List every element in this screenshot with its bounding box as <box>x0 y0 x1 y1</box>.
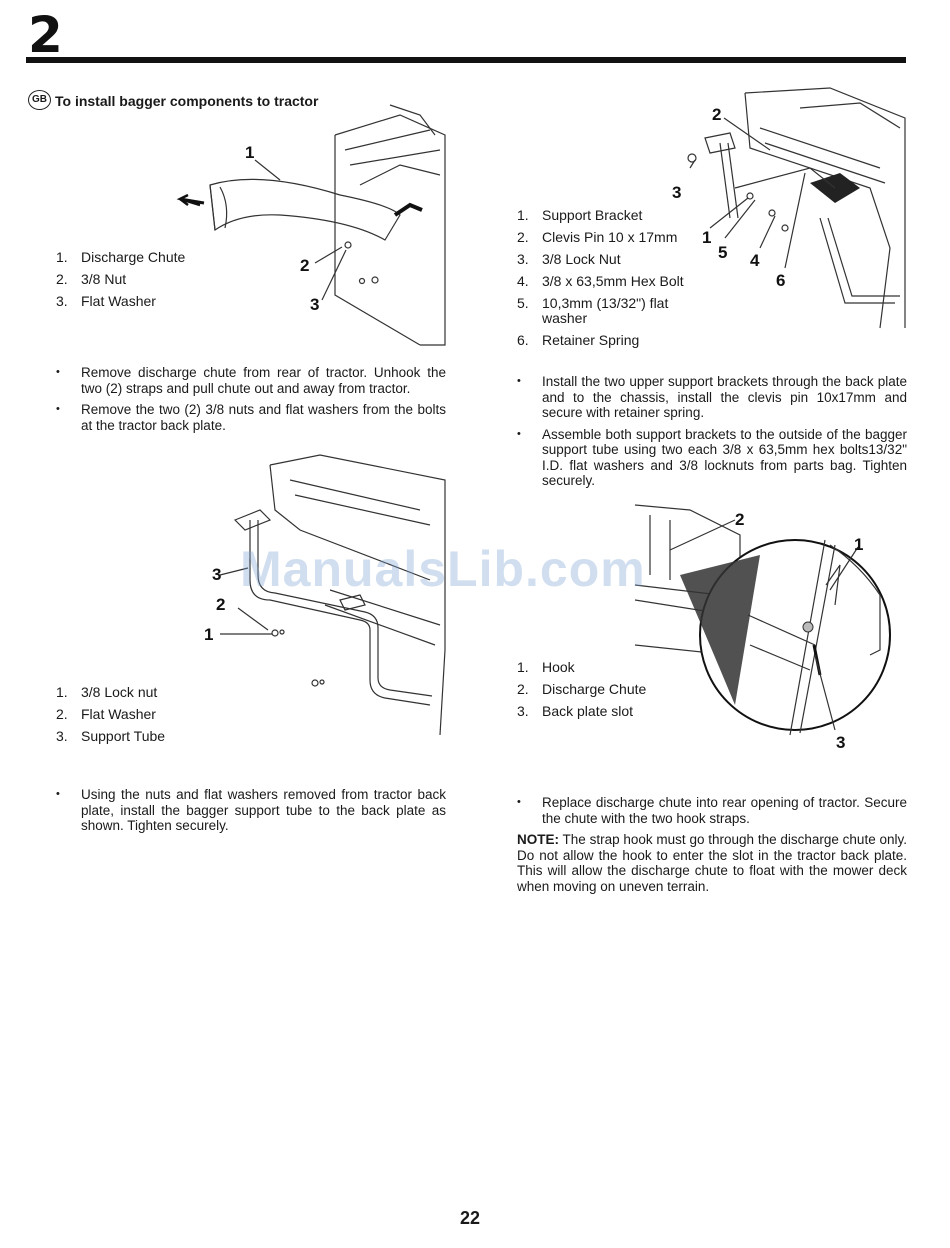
legend-label: 3/8 Nut <box>81 271 127 287</box>
bullet-item: • Remove the two (2) 3/8 nuts and flat wa… <box>56 402 446 433</box>
legend-item: 5. 10,3mm (13/32") flat washer <box>517 296 702 326</box>
legend-label: Support Bracket <box>542 207 643 223</box>
figure-1-illustration: 1 2 3 <box>176 104 446 346</box>
legend-number: 2. <box>56 706 68 722</box>
bullet-item: • Install the two upper support brackets … <box>517 374 907 421</box>
note-text: The strap hook must go through the disch… <box>517 832 907 894</box>
chapter-number: 2 <box>28 6 63 64</box>
fig4-instructions: • Replace discharge chute into rear openi… <box>517 795 907 894</box>
legend-number: 2. <box>517 229 529 245</box>
section-title: To install bagger components to tractor <box>55 93 319 109</box>
legend-item: 2. 3/8 Nut <box>56 268 236 290</box>
legend-label: 10,3mm (13/32") flat washer <box>542 295 669 326</box>
legend-item: 1. Discharge Chute <box>56 246 236 268</box>
fig3-callout-2: 2 <box>712 105 721 124</box>
legend-label: 3/8 Lock nut <box>81 684 158 700</box>
bullet-icon: • <box>517 427 521 440</box>
page-number: 22 <box>459 1208 481 1228</box>
bullet-text: Remove discharge chute from rear of trac… <box>81 365 446 396</box>
bullet-text: Assemble both support brackets to the ou… <box>542 426 907 489</box>
bullet-item: • Assemble both support brackets to the o… <box>517 427 907 489</box>
legend-number: 2. <box>517 681 529 697</box>
legend-number: 3. <box>517 703 529 719</box>
legend-number: 2. <box>56 271 68 287</box>
fig2-callout-3: 3 <box>212 565 221 584</box>
legend-label: Discharge Chute <box>542 681 647 697</box>
fig3-callout-5: 5 <box>718 243 727 262</box>
legend-number: 1. <box>517 659 529 675</box>
watermark: ManualsLib.com <box>240 541 646 597</box>
fig1-callout-3: 3 <box>310 295 319 314</box>
legend-item: 3. 3/8 Lock Nut <box>517 248 702 270</box>
fig1-callout-2: 2 <box>300 256 309 275</box>
legend-label: 3/8 Lock Nut <box>542 251 621 267</box>
header-rule <box>26 57 906 63</box>
bullet-text: Replace discharge chute into rear openin… <box>542 795 907 826</box>
legend-item: 1. Hook <box>517 656 677 678</box>
legend-item: 2. Clevis Pin 10 x 17mm <box>517 226 702 248</box>
bullet-text: Remove the two (2) 3/8 nuts and flat was… <box>81 402 446 433</box>
figure-2-illustration: 3 2 1 <box>204 454 446 736</box>
legend-item: 6. Retainer Spring <box>517 329 702 351</box>
legend-item: 2. Flat Washer <box>56 703 236 725</box>
bullet-icon: • <box>56 403 60 415</box>
note-label: NOTE: <box>517 832 559 847</box>
bullet-icon: • <box>56 788 60 800</box>
fig3-legend: 1. Support Bracket 2. Clevis Pin 10 x 17mm… <box>517 204 702 351</box>
fig4-legend: 1. Hook 2. Discharge Chute 3. Back plate sl… <box>517 656 677 722</box>
legend-label: Discharge Chute <box>81 249 186 265</box>
fig3-callout-4: 4 <box>750 251 760 270</box>
bullet-item: • Remove discharge chute from rear of tra… <box>56 365 446 396</box>
legend-item: 4. 3/8 x 63,5mm Hex Bolt <box>517 270 702 292</box>
legend-label: Hook <box>542 659 575 675</box>
bullet-icon: • <box>517 375 521 387</box>
figure-4-illustration: 2 1 3 <box>634 504 891 752</box>
fig2-callout-2: 2 <box>216 595 225 614</box>
legend-number: 1. <box>56 684 68 700</box>
legend-label: Retainer Spring <box>542 332 640 348</box>
legend-item: 1. 3/8 Lock nut <box>56 681 236 703</box>
fig1-instructions: • Remove discharge chute from rear of tra… <box>56 365 446 439</box>
bullet-item: • Replace discharge chute into rear openi… <box>517 795 907 826</box>
legend-number: 3. <box>56 728 68 744</box>
note-paragraph: NOTE: The strap hook must go through the… <box>517 832 907 894</box>
legend-item: 3. Flat Washer <box>56 290 236 312</box>
legend-number: 3. <box>56 293 68 309</box>
fig4-callout-1: 1 <box>854 535 863 554</box>
bullet-item: • Using the nuts and flat washers removed… <box>56 787 446 834</box>
bullet-text: Install the two upper support brackets t… <box>542 374 907 420</box>
fig2-instructions: • Using the nuts and flat washers removed… <box>56 787 446 840</box>
legend-number: 6. <box>517 332 529 348</box>
fig2-callout-1: 1 <box>204 625 213 644</box>
figure-3-illustration: 2 3 1 5 4 6 <box>672 87 906 329</box>
legend-item: 3. Support Tube <box>56 725 236 747</box>
fig1-callout-1: 1 <box>245 143 254 162</box>
legend-item: 2. Discharge Chute <box>517 678 677 700</box>
bullet-icon: • <box>56 366 60 378</box>
fig3-callout-1: 1 <box>702 228 711 247</box>
language-badge: GB <box>28 90 51 110</box>
fig3-instructions: • Install the two upper support brackets … <box>517 374 907 495</box>
legend-item: 3. Back plate slot <box>517 700 677 722</box>
fig3-callout-3: 3 <box>672 183 681 202</box>
legend-label: 3/8 x 63,5mm Hex Bolt <box>542 273 684 289</box>
legend-label: Flat Washer <box>81 706 156 722</box>
legend-label: Support Tube <box>81 728 166 744</box>
fig1-legend: 1. Discharge Chute 2. 3/8 Nut 3. Flat Washe… <box>56 246 236 312</box>
legend-number: 1. <box>56 249 68 265</box>
fig2-legend: 1. 3/8 Lock nut 2. Flat Washer 3. Support T… <box>56 681 236 747</box>
legend-number: 1. <box>517 207 529 223</box>
legend-label: Back plate slot <box>542 703 634 719</box>
legend-number: 3. <box>517 251 529 267</box>
legend-number: 4. <box>517 273 529 289</box>
legend-number: 5. <box>517 295 529 311</box>
fig4-callout-3: 3 <box>836 733 845 752</box>
fig3-callout-6: 6 <box>776 271 785 290</box>
fig4-callout-2: 2 <box>735 510 744 529</box>
legend-item: 1. Support Bracket <box>517 204 702 226</box>
bullet-icon: • <box>517 796 521 808</box>
legend-label: Flat Washer <box>81 293 156 309</box>
legend-label: Clevis Pin 10 x 17mm <box>542 229 678 245</box>
bullet-text: Using the nuts and flat washers removed … <box>81 787 446 833</box>
